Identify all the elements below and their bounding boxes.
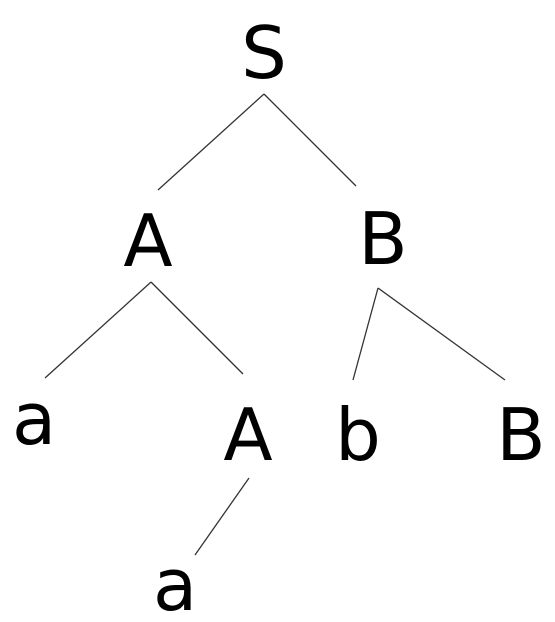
node-b-far-right: B bbox=[496, 393, 545, 477]
node-a-middle: A bbox=[223, 393, 272, 477]
edge-b-b bbox=[377, 287, 506, 381]
node-a-left: A bbox=[123, 199, 172, 283]
edge-s-a bbox=[157, 93, 265, 191]
node-a-leaf-left: a bbox=[12, 377, 56, 461]
node-b-right: B bbox=[358, 197, 407, 281]
node-b-leaf: b bbox=[335, 393, 381, 477]
edge-a-a-bottom bbox=[194, 477, 250, 556]
edge-a-a-leaf bbox=[44, 281, 152, 379]
node-a-leaf-bottom: a bbox=[153, 543, 197, 622]
node-s: S bbox=[241, 11, 287, 95]
edge-s-b bbox=[263, 93, 357, 187]
edge-a-a bbox=[150, 281, 244, 375]
edge-b-b-leaf bbox=[352, 287, 379, 381]
